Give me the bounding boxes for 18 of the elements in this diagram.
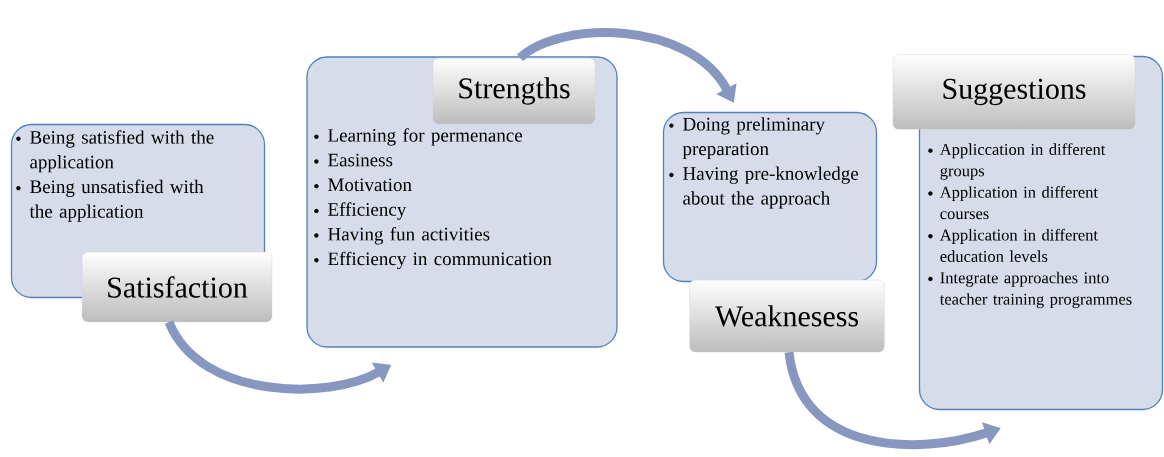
title-box: Suggestions [892,54,1136,130]
node-label: Application in different courses [939,185,1098,220]
bullet-list: Learning for permenance Easiness Motivation Efficiency Having fun activities Efficiency in communication [314,128,552,270]
title-box: Weaknesess [689,279,885,353]
node-label: Learning for permenance [328,128,523,146]
bullet-list: Being satisfied with the application Being unsatisfied with the application [16,130,214,222]
bullet-list: Appliccation in different groups Application in different courses Application in different education levels Integrate approaches into teacher training programmes [928,143,1132,309]
node-label: Appliccation in different groups [939,143,1106,180]
node-label: Efficiency [328,202,407,220]
node-label: Efficiency in communication [328,251,552,270]
node-label: Application in different education levels [939,228,1098,262]
node-label: Integrate approaches into teacher training programmes [939,271,1132,309]
title-box: Satisfaction [81,251,273,323]
bullet-list: Doing preliminary preparation Having pre-knowledge about the approach [669,117,859,209]
node-label: Motivation [328,178,412,192]
title-box: Strengths [432,57,596,125]
node-label: Easiness [328,153,393,167]
node-label: Having fun activities [328,226,490,245]
